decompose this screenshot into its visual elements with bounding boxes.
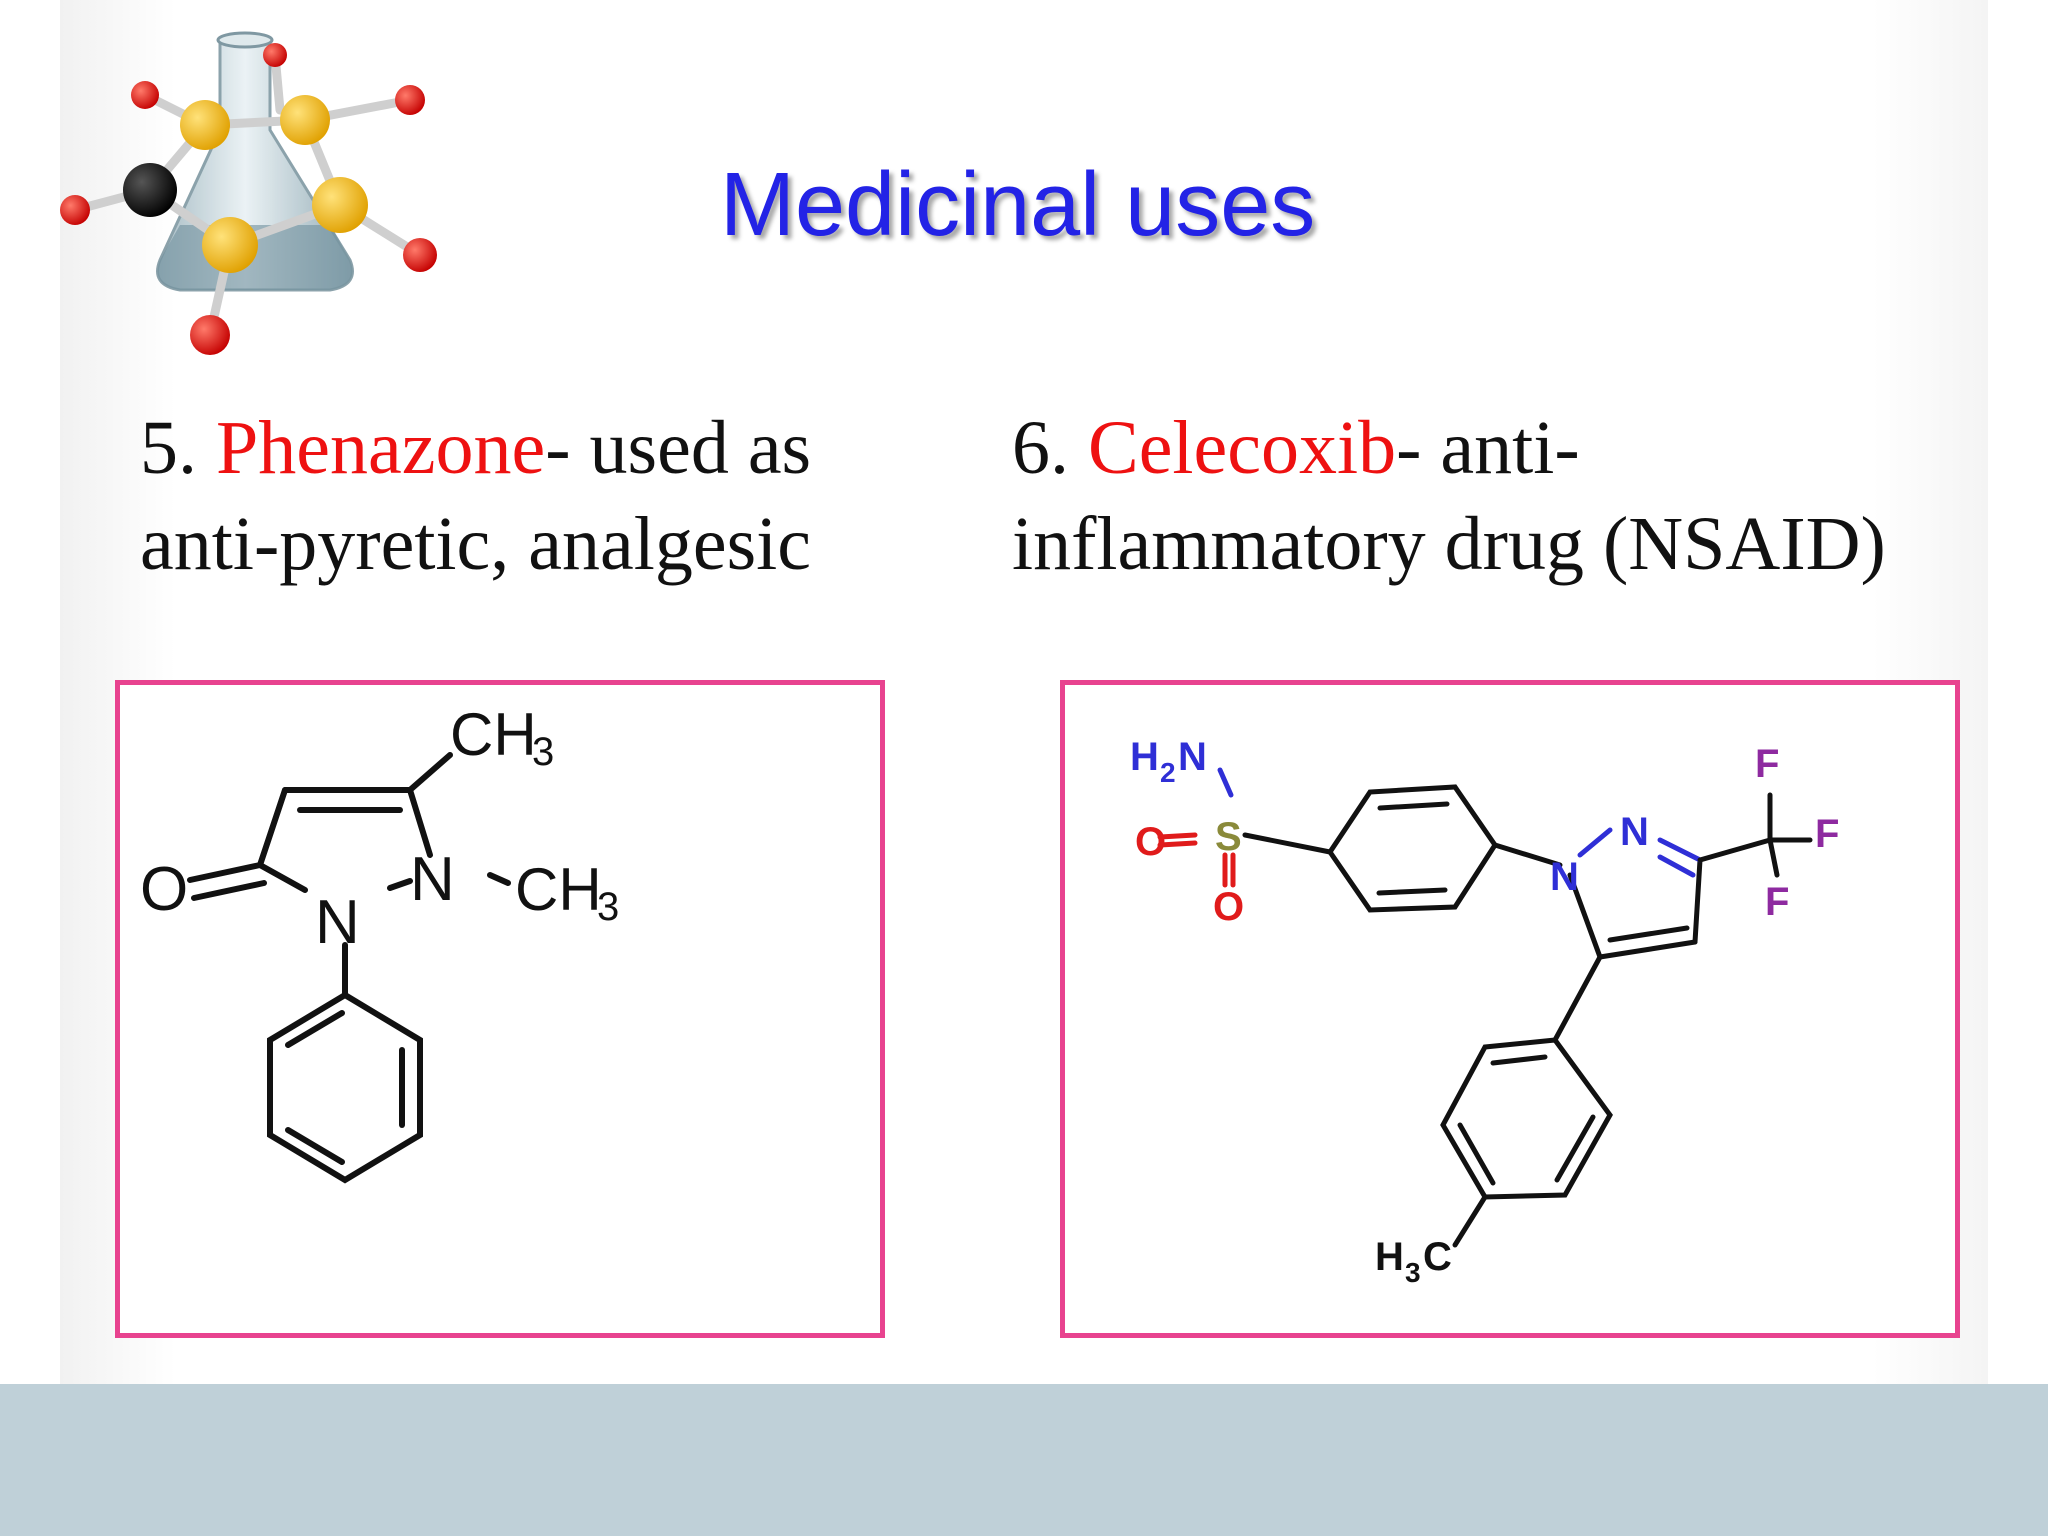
phenazone-line-2: anti-pyretic, analgesic [140, 502, 812, 586]
celecoxib-structure-frame: H 2 N S O O N N F F F H 3 C [1060, 680, 1960, 1338]
atom-label: O [1213, 885, 1244, 929]
celecoxib-use-prefix: - anti- [1396, 406, 1580, 490]
atom-label: N [1550, 855, 1579, 899]
item-number: 5. [140, 406, 197, 490]
celecoxib-line-2: inflammatory drug (NSAID) [1012, 502, 1886, 586]
atom-label: 2 [1160, 757, 1176, 788]
item-number: 6. [1012, 406, 1069, 490]
phenazone-use-prefix: - used as [545, 406, 812, 490]
atom-label: H [1130, 735, 1159, 779]
celecoxib-line-1: 6. Celecoxib- anti- [1012, 400, 1886, 496]
drug-name-celecoxib: Celecoxib [1088, 406, 1397, 490]
atom-label: CH [515, 856, 602, 923]
atom-label: O [140, 855, 188, 924]
drug-name-phenazone: Phenazone [216, 406, 546, 490]
atom-label: H [1375, 1235, 1404, 1279]
atom-label: N [1178, 735, 1207, 779]
celecoxib-description: 6. Celecoxib- anti- inflammatory drug (N… [1012, 400, 1886, 592]
atom-label: F [1755, 742, 1779, 786]
atom-label: 3 [532, 730, 554, 774]
atom-label: F [1765, 880, 1789, 924]
atom-label: O [1135, 820, 1166, 864]
atom-label: S [1215, 815, 1242, 859]
footer-band [0, 1384, 2048, 1536]
atom-label: 3 [1405, 1257, 1421, 1288]
atom-label: CH [450, 701, 537, 768]
atom-label: N [410, 845, 455, 914]
phenazone-line-1: 5. Phenazone- used as [140, 400, 811, 496]
molecule-flask-logo [60, 31, 437, 355]
phenazone-structure-frame: CH 3 N N O CH 3 [115, 680, 885, 1338]
phenazone-structure: CH 3 N N O CH 3 [140, 701, 619, 1184]
atom-label: N [315, 888, 360, 957]
phenazone-description: 5. Phenazone- used as anti-pyretic, anal… [140, 400, 811, 592]
atom-label: C [1423, 1235, 1452, 1279]
atom-label: F [1815, 812, 1839, 856]
atom-label: 3 [597, 885, 619, 929]
atom-label: N [1620, 810, 1649, 854]
celecoxib-structure: H 2 N S O O N N F F F H 3 C [1130, 735, 1839, 1288]
slide-title: Medicinal uses [720, 155, 1316, 255]
